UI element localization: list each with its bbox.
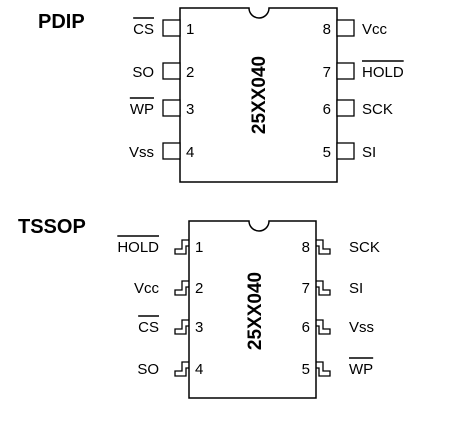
tssop-left-pin-4-name-so: SO	[137, 361, 159, 378]
tssop-left-pin-4-lead	[174, 361, 189, 377]
pdip-right-pin-2-name-hold: HOLD	[362, 64, 404, 81]
pdip-package: PDIP 25XX040 1 CS 2 SO 3 WP 4 Vss 8 Vcc 7 HOLD 6 SCK…	[38, 7, 404, 183]
tssop-left-pin-1-number: 1	[195, 239, 203, 256]
pdip-left-pin-3-number: 3	[186, 101, 194, 118]
pdip-left-pin-1-number: 1	[186, 21, 194, 38]
pdip-right-pin-3-number: 6	[323, 101, 331, 118]
pdip-right-pin-1-lead	[336, 19, 355, 37]
tssop-right-pin-2-number: 7	[302, 280, 310, 297]
pdip-right-pin-4-number: 5	[323, 144, 331, 161]
tssop-title: TSSOP	[18, 216, 86, 238]
tssop-right-pins: 8 SCK 7 SI 6 Vss 5 WP	[302, 239, 380, 378]
tssop-right-pin-2-lead	[316, 280, 331, 296]
pdip-right-pin-2-number: 7	[323, 64, 331, 81]
tssop-left-pin-2-number: 2	[195, 280, 203, 297]
pdip-left-pin-1-lead	[162, 19, 181, 37]
pdip-left-pin-4-number: 4	[186, 144, 194, 161]
tssop-left-pins: 1 HOLD 2 Vcc 3 CS 4 SO	[117, 235, 203, 378]
pdip-left-pins: 1 CS 2 SO 3 WP 4 Vss	[129, 17, 194, 161]
pdip-right-pin-1-number: 8	[323, 21, 331, 38]
pdip-body	[179, 7, 338, 183]
pdip-right-pin-2-lead	[336, 62, 355, 80]
pdip-part-label: 25XX040	[249, 56, 270, 134]
pdip-left-pin-3-lead	[162, 99, 181, 117]
pdip-right-pin-4-name-si: SI	[362, 144, 376, 161]
tssop-right-pin-1-name-sck: SCK	[349, 239, 380, 256]
tssop-right-pin-4-lead	[316, 361, 331, 377]
pdip-title: PDIP	[38, 11, 85, 33]
tssop-left-pin-3-name-cs: CS	[138, 319, 159, 336]
tssop-right-pin-3-number: 6	[302, 319, 310, 336]
tssop-right-pin-1-lead	[316, 239, 331, 255]
tssop-right-pin-3-name-vss: Vss	[349, 319, 374, 336]
pdip-right-pins: 8 Vcc 7 HOLD 6 SCK 5 SI	[323, 19, 404, 161]
pdip-left-pin-1-name-cs: CS	[133, 21, 154, 38]
pdip-left-pin-2-lead	[162, 62, 181, 80]
tssop-right-pin-3-lead	[316, 319, 331, 335]
tssop-body	[188, 220, 317, 399]
pdip-left-pin-2-name-so: SO	[132, 64, 154, 81]
tssop-right-pin-4-number: 5	[302, 361, 310, 378]
tssop-left-pin-1-name-hold: HOLD	[117, 239, 159, 256]
tssop-right-pin-2-name-si: SI	[349, 280, 363, 297]
pdip-right-pin-3-name-sck: SCK	[362, 101, 393, 118]
pdip-left-pin-3-name-wp: WP	[130, 101, 154, 118]
pdip-right-pin-1-name-vcc: Vcc	[362, 21, 388, 38]
tssop-left-pin-3-number: 3	[195, 319, 203, 336]
pdip-left-pin-4-lead	[162, 142, 181, 160]
tssop-left-pin-4-number: 4	[195, 361, 203, 378]
tssop-package: TSSOP 25XX040 1 HOLD 2 Vcc 3 CS 4 SO 8 SCK 7 SI 6 Vs…	[18, 216, 380, 399]
pdip-left-pin-4-name-vss: Vss	[129, 144, 154, 161]
pdip-right-pin-4-lead	[336, 142, 355, 160]
tssop-right-pin-4-name-wp: WP	[349, 361, 373, 378]
tssop-left-pin-2-name-vcc: Vcc	[134, 280, 160, 297]
tssop-part-label: 25XX040	[245, 272, 266, 350]
tssop-left-pin-3-lead	[174, 319, 189, 335]
pdip-right-pin-3-lead	[336, 99, 355, 117]
tssop-right-pin-1-number: 8	[302, 239, 310, 256]
pdip-left-pin-2-number: 2	[186, 64, 194, 81]
tssop-left-pin-2-lead	[174, 280, 189, 296]
tssop-left-pin-1-lead	[174, 239, 189, 255]
